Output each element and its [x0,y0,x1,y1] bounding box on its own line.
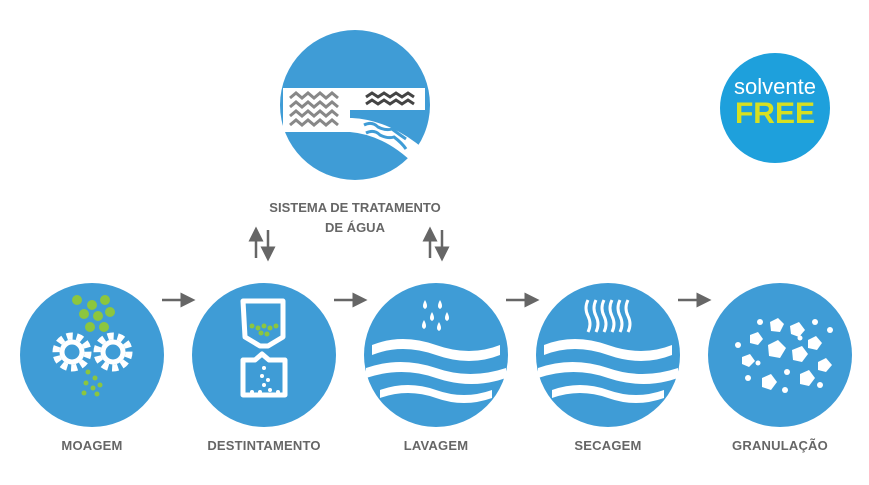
step-label-moagem: MOAGEM [61,438,123,453]
solvent-free-badge: solvente FREE [720,53,830,163]
exchange-arrows-destintamento [248,226,276,262]
water-treatment-label: SISTEMA DE TRATAMENTO DE ÁGUA [235,198,475,238]
water-treatment-icon [280,30,430,180]
water-treatment-label-line1: SISTEMA DE TRATAMENTO [269,200,441,215]
deinking-hopper-icon [192,283,336,427]
badge-line1: solvente [734,74,816,99]
water-treatment-label-line2: DE ÁGUA [325,220,385,235]
exchange-arrows-lavagem [422,226,450,262]
granules-icon [708,283,852,427]
step-label-destintamento: DESTINTAMENTO [207,438,321,453]
step-label-secagem: SECAGEM [574,438,642,453]
washing-waves-icon [364,283,508,427]
step-label-granulacao: GRANULAÇÃO [732,438,828,453]
drying-icon [536,283,680,427]
step-label-lavagem: LAVAGEM [403,438,469,453]
badge-line2: FREE [734,97,815,130]
grinding-gears-icon [20,283,164,427]
